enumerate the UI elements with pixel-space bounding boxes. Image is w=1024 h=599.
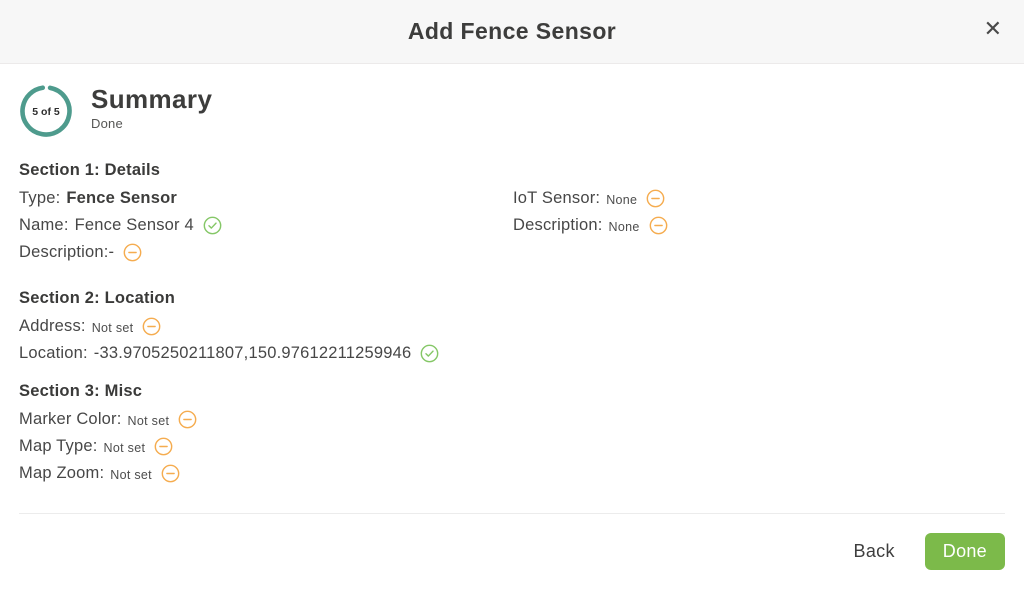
field-label: Map Zoom: [19,464,105,482]
minus-circle-icon [649,216,668,235]
field-label: Name: [19,216,69,234]
step-progress-circle: 5 of 5 [20,85,72,137]
field-label: Map Type: [19,437,98,455]
step-title: Summary [91,84,213,114]
summary-row-type: Type: Fence Sensor [19,189,513,208]
minus-circle-icon [154,437,173,456]
summary-row-map-zoom: Map Zoom: Not set [19,464,1005,483]
summary-row-description-right: Description: None [513,216,1005,235]
field-value: Fence Sensor 4 [74,216,194,234]
field-label: Description: [19,243,109,261]
section-title: Section 1: Details [19,161,161,179]
done-button[interactable]: Done [924,533,1005,570]
field-value: None [606,192,638,207]
field-label: Marker Color: [19,410,122,428]
close-icon[interactable]: ✕ [980,14,1006,44]
field-value: -33.9705250211807,150.97612211259946 [93,344,412,362]
field-label: Type: [19,189,61,207]
modal-footer: Back Done [19,513,1005,599]
field-label: Address: [19,317,86,335]
field-value: Fence Sensor [66,189,177,207]
summary-row-marker-color: Marker Color: Not set [19,410,1005,429]
section-details: Section 1: Details Type: Fence Sensor Na… [19,161,1005,270]
summary-row-map-type: Map Type: Not set [19,437,1005,456]
field-value: - [108,243,115,261]
summary-row-description: Description: - [19,243,513,262]
step-subtitle: Done [91,116,123,132]
field-label: IoT Sensor: [513,189,601,207]
field-value: Not set [91,320,134,335]
summary-row-location: Location: -33.9705250211807,150.97612211… [19,344,1005,363]
summary-row-name: Name: Fence Sensor 4 [19,216,513,235]
minus-circle-icon [178,410,197,429]
field-value: Not set [103,440,146,455]
field-value: Not set [110,467,152,482]
modal-header: Add Fence Sensor ✕ [0,0,1024,64]
section-misc: Section 3: Misc Marker Color: Not set Ma… [19,382,1005,483]
minus-circle-icon [646,189,665,208]
check-circle-icon [203,216,222,235]
section-details-columns: Type: Fence Sensor Name: Fence Sensor 4 … [19,189,1005,270]
minus-circle-icon [143,317,161,336]
section-location: Section 2: Location Address: Not set Loc… [19,289,1005,363]
section-title: Section 3: Misc [19,382,143,400]
summary-row-iot-sensor: IoT Sensor: None [513,189,1005,208]
section-title: Section 2: Location [19,289,175,307]
modal-body: 5 of 5 Summary Done Section 1: Details T… [0,64,1024,513]
modal-title: Add Fence Sensor [407,18,617,44]
summary-row-address: Address: Not set [19,317,1005,336]
field-label: Location: [19,344,88,362]
step-titles: Summary Done [91,84,212,131]
back-button[interactable]: Back [853,541,895,561]
check-circle-icon [421,344,439,363]
field-value: None [608,219,640,234]
step-header: 5 of 5 Summary Done [19,84,1005,138]
minus-circle-icon [123,243,142,262]
details-left-column: Type: Fence Sensor Name: Fence Sensor 4 … [19,189,513,270]
step-progress-label: 5 of 5 [32,106,60,118]
field-value: Not set [127,413,170,428]
minus-circle-icon [161,464,180,483]
details-right-column: IoT Sensor: None Description: None [513,189,1005,243]
field-label: Description: [513,216,603,234]
